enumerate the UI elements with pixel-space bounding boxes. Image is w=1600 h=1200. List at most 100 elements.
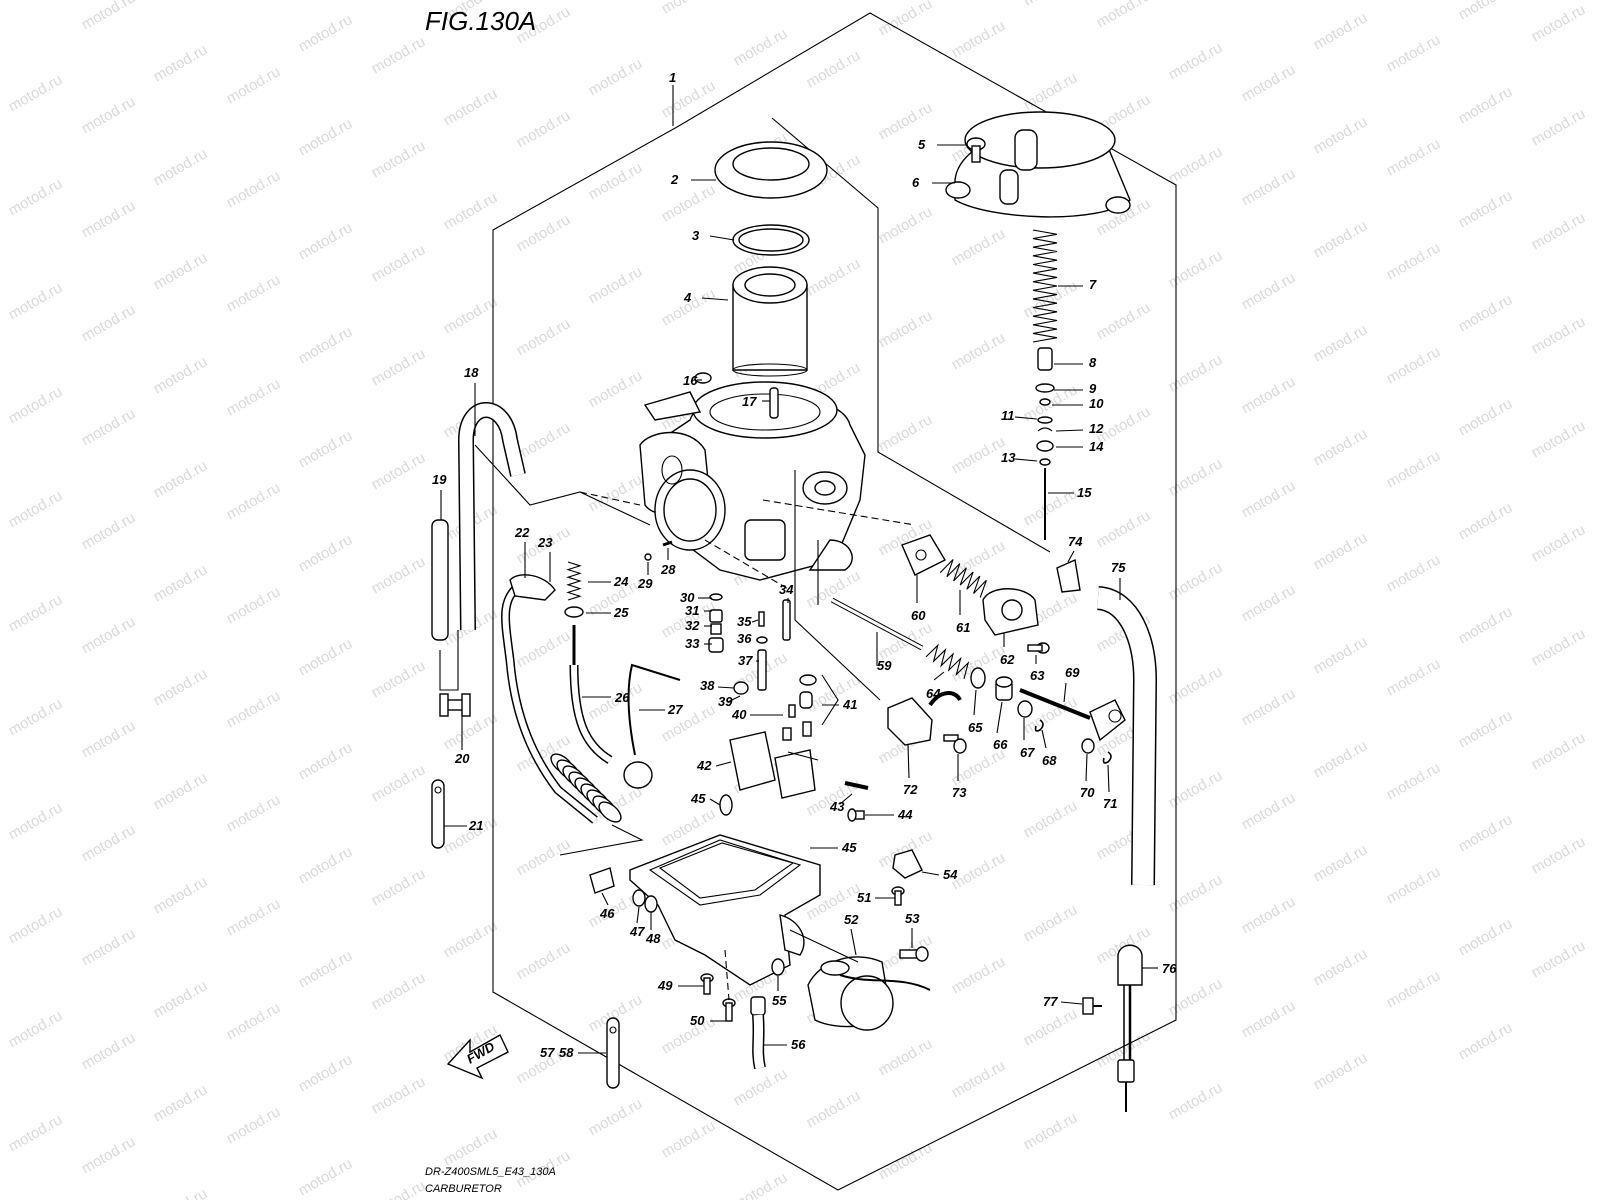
- watermark-text: motod.ru: [296, 1155, 356, 1199]
- throttle-sensor: [807, 956, 931, 1031]
- watermark-text: motod.ru: [1166, 975, 1226, 1019]
- wire-29: [627, 663, 681, 756]
- watermark-text: motod.ru: [151, 1081, 211, 1125]
- part-callout: 29: [637, 576, 653, 591]
- watermark-text: motod.ru: [586, 1095, 646, 1139]
- choke-spring-40: [939, 559, 987, 598]
- model-code: DR-Z400SML5_E43_130A: [425, 1166, 556, 1178]
- washer-46: [1081, 738, 1095, 754]
- gasket-41: [901, 534, 946, 576]
- watermark-text: motod.ru: [296, 323, 356, 367]
- leader-line: [727, 695, 741, 703]
- leader-line: [636, 906, 640, 924]
- watermark-text: motod.ru: [804, 47, 864, 91]
- leader-line: [601, 892, 609, 906]
- harness-77: [1117, 944, 1143, 1112]
- connector-76: [1082, 997, 1102, 1015]
- watermark-text: motod.ru: [6, 383, 66, 427]
- watermark-text: motod.ru: [1021, 1109, 1081, 1153]
- needle-parts: [1035, 347, 1055, 540]
- watermark-text: motod.ru: [731, 1169, 791, 1200]
- jets-bracket: [821, 674, 839, 726]
- leader-line: [839, 793, 853, 805]
- leader-line: [701, 297, 729, 301]
- throttle-spring: [1032, 229, 1058, 343]
- figure-title: FIG.130A: [425, 6, 536, 36]
- watermark-text: motod.ru: [151, 145, 211, 189]
- watermark-text: motod.ru: [6, 903, 66, 947]
- watermark-text: motod.ru: [1311, 113, 1371, 157]
- watermark-text: motod.ru: [1456, 499, 1516, 543]
- watermark-text: motod.ru: [1021, 0, 1081, 9]
- watermark-text: motod.ru: [1529, 625, 1589, 669]
- throttle-piston: [732, 266, 808, 377]
- small-jets-left: [644, 540, 724, 653]
- leader-line: [1107, 764, 1110, 793]
- part-callout: 71: [1103, 796, 1117, 811]
- watermark-text: motod.ru: [1384, 239, 1444, 283]
- part-callout: 7: [1089, 277, 1097, 292]
- part-callout: 25: [613, 605, 629, 620]
- watermark-text: motod.ru: [79, 405, 139, 449]
- watermark-text: motod.ru: [224, 479, 284, 523]
- watermark-text: motod.ru: [224, 895, 284, 939]
- watermark-text: motod.ru: [296, 843, 356, 887]
- watermark-text: motod.ru: [804, 567, 864, 611]
- part-callout: 50: [690, 1013, 705, 1028]
- watermark-text: motod.ru: [369, 1177, 429, 1200]
- callout-labels: 1234567891011121314151617181920212223242…: [432, 70, 1177, 1060]
- watermark-text: motod.ru: [79, 0, 139, 33]
- watermark-text: motod.ru: [1529, 313, 1589, 357]
- watermark-text: motod.ru: [6, 71, 66, 115]
- watermark-text: motod.ru: [1529, 105, 1589, 149]
- watermark-text: motod.ru: [224, 375, 284, 419]
- watermark-text: motod.ru: [6, 591, 66, 635]
- watermark-text: motod.ru: [1384, 135, 1444, 179]
- watermark-text: motod.ru: [1239, 269, 1299, 313]
- screw-55: [943, 734, 967, 754]
- watermark-text: motod.ru: [659, 0, 719, 17]
- watermark-text: motod.ru: [1021, 797, 1081, 841]
- watermark-text: motod.ru: [6, 799, 66, 843]
- watermark-text: motod.ru: [659, 1117, 719, 1161]
- watermark-text: motod.ru: [1166, 663, 1226, 707]
- watermark-text: motod.ru: [804, 1087, 864, 1131]
- part-callout: 35: [737, 614, 752, 629]
- clamp-70-71: [606, 1017, 620, 1089]
- drain-hose-68: [750, 996, 766, 1070]
- watermark-text: motod.ru: [514, 419, 574, 463]
- part-callout: 44: [897, 807, 913, 822]
- watermark-text: motod.ru: [1384, 343, 1444, 387]
- leader-line: [973, 689, 977, 716]
- part-callout: 51: [857, 890, 871, 905]
- watermark-text: motod.ru: [876, 307, 936, 351]
- watermark-text: motod.ru: [1166, 1079, 1226, 1123]
- part-callout: 66: [993, 737, 1008, 752]
- o-ring-58: [771, 958, 785, 976]
- retaining-ring-inner: [738, 228, 804, 252]
- watermark-text: motod.ru: [151, 457, 211, 501]
- part-callout: 38: [700, 678, 715, 693]
- watermark-text: motod.ru: [1166, 871, 1226, 915]
- part-callout: 28: [660, 562, 676, 577]
- throttle-stop-screw: [569, 625, 653, 789]
- watermark-text: motod.ru: [1384, 551, 1444, 595]
- watermark-text: motod.ru: [296, 219, 356, 263]
- part-callout: 11: [1001, 408, 1015, 423]
- leader-line: [907, 744, 910, 779]
- watermark-text: motod.ru: [514, 835, 574, 879]
- watermark-text: motod.ru: [1311, 321, 1371, 365]
- guide-lines: [474, 444, 651, 526]
- leader-line: [1060, 1001, 1083, 1005]
- watermark-text: motod.ru: [876, 203, 936, 247]
- sensor-leader: [789, 929, 859, 963]
- part-callout: 37: [738, 653, 753, 668]
- leader-line: [996, 701, 1003, 734]
- part-callout: 63: [1030, 668, 1045, 683]
- part-callout: 70: [1080, 785, 1095, 800]
- watermark-text: motod.ru: [224, 1103, 284, 1147]
- watermark-text: motod.ru: [296, 635, 356, 679]
- part-callout: 75: [1111, 560, 1126, 575]
- part-callout: 53: [905, 911, 920, 926]
- watermark-text: motod.ru: [369, 137, 429, 181]
